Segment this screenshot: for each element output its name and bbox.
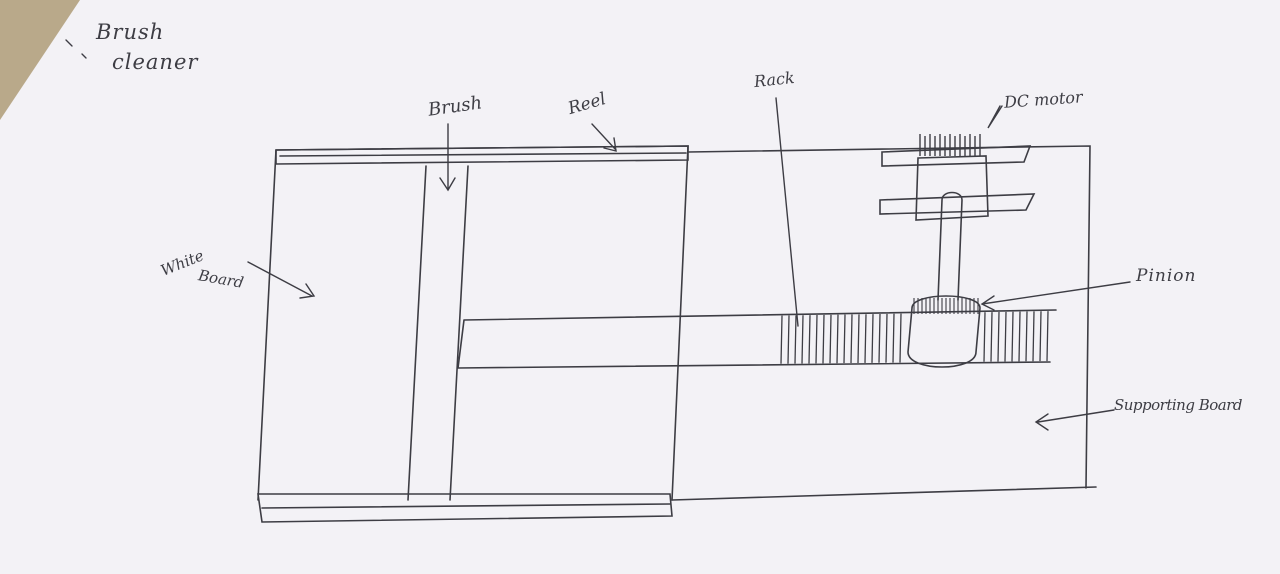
label-pinion: Pinion [1136,268,1196,285]
label-brush-cleaner-line2: cleaner [112,52,198,73]
label-rack: Rack [753,70,795,90]
label-supporting-board: Supporting Board [1114,398,1242,413]
label-brush-cleaner-line1: Brush [96,22,164,43]
